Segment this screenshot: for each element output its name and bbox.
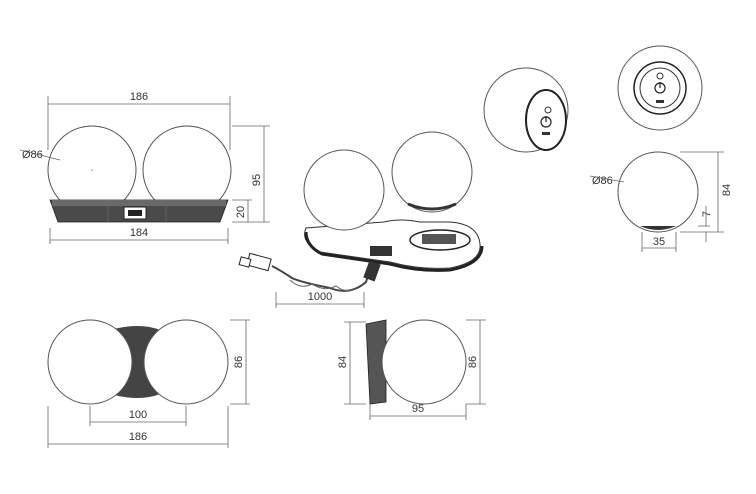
- side-sphere-height-label: 84: [721, 184, 733, 196]
- top-width-total-label: 186: [129, 431, 147, 443]
- front-width-top-label: 186: [130, 91, 148, 103]
- side-sphere-base-width-label: 35: [653, 236, 665, 248]
- perspective-view: 1000: [238, 131, 484, 308]
- side-base-profile: [365, 319, 387, 405]
- top-view: 86 100 186: [47, 319, 250, 448]
- side-left-height-label: 84: [337, 356, 349, 368]
- top-spacing-label: 100: [129, 409, 147, 421]
- front-height-total-label: 95: [251, 174, 263, 186]
- side-right-height-label: 86: [467, 356, 479, 368]
- front-height-base-label: 20: [235, 206, 247, 218]
- perspective-sphere-lifted: [391, 131, 473, 213]
- top-depth-label: 86: [233, 356, 245, 368]
- front-view: 186 Ø86 184 95 20: [19, 91, 270, 244]
- usb-cable: [271, 263, 373, 292]
- side-view-sphere: [381, 319, 467, 405]
- sphere-back-view: [483, 67, 569, 153]
- side-sphere-base-height-label: 7: [701, 211, 713, 217]
- side-width-label: 95: [412, 403, 424, 415]
- top-left-sphere: [47, 319, 133, 405]
- front-width-base-label: 184: [130, 227, 148, 239]
- cable-length-label: 1000: [308, 291, 332, 303]
- sphere-side-view: Ø86 84 7 35: [589, 151, 733, 252]
- side-view: 84 86 95: [337, 319, 486, 420]
- sphere-bottom-view: [617, 45, 703, 131]
- side-sphere-diameter-label: Ø86: [592, 175, 613, 187]
- top-right-sphere: [143, 319, 229, 405]
- perspective-sphere-docked: [303, 149, 385, 231]
